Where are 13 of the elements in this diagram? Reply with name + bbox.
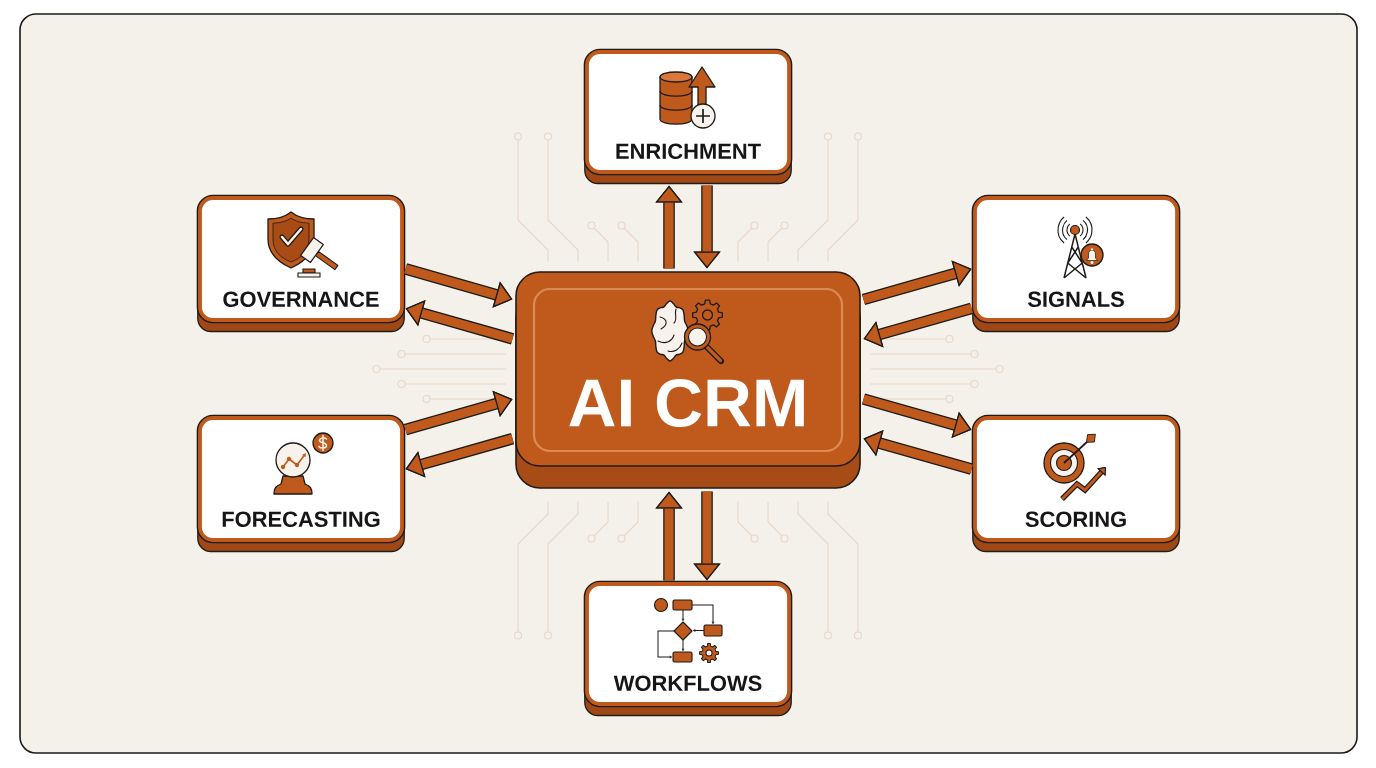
arrow	[863, 302, 974, 348]
arrow	[403, 390, 513, 436]
hub-tile: AI CRM	[515, 271, 861, 489]
card: GOVERNANCE	[196, 194, 406, 333]
card: WORKFLOWS	[583, 580, 793, 717]
arrow	[405, 433, 515, 478]
card: SCORING	[971, 414, 1181, 553]
arrow	[863, 430, 974, 475]
card: FORECASTING	[196, 414, 406, 553]
arrow	[861, 260, 972, 306]
arrow	[405, 300, 515, 345]
arrow	[403, 263, 513, 308]
card: SIGNALS	[971, 194, 1181, 333]
